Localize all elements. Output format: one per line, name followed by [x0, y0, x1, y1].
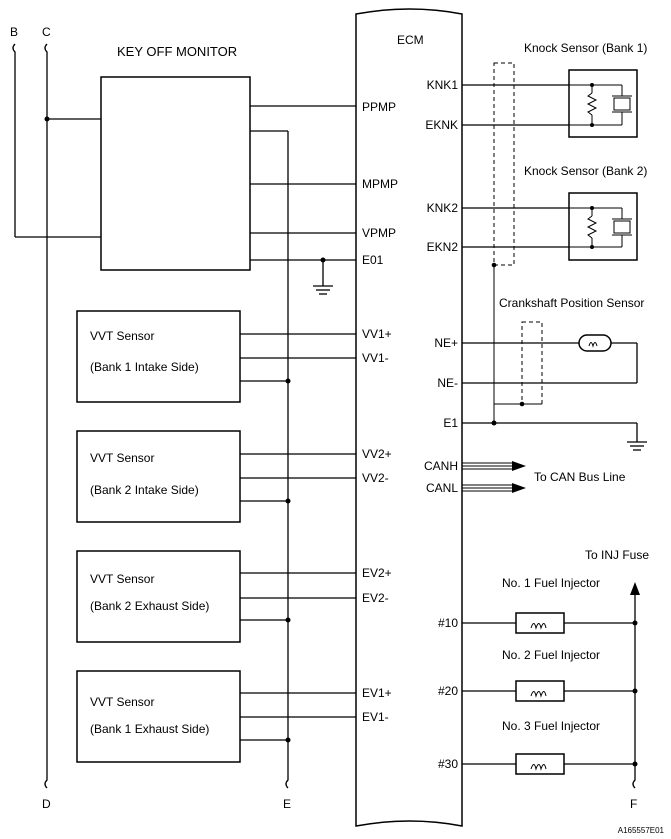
inj-fuse-arrow	[630, 582, 640, 595]
knock-sensor-2-label: Knock Sensor (Bank 2)	[524, 164, 647, 178]
pin-30: #30	[438, 757, 458, 771]
pin-ekn2: EKN2	[427, 240, 459, 254]
vvt-sensor-3-subtitle: (Bank 2 Exhaust Side)	[90, 599, 209, 613]
bus-label-b: B	[10, 25, 18, 39]
vvt-sensor-3: VVT Sensor (Bank 2 Exhaust Side)	[76, 550, 356, 643]
pin-ne-plus: NE+	[434, 336, 458, 350]
pin-vv2-minus: VV2-	[362, 471, 389, 485]
pin-knk1: KNK1	[427, 78, 459, 92]
bus-bars: B C D E F	[10, 25, 640, 811]
inj-fuse-label: To INJ Fuse	[585, 548, 649, 562]
pin-mpmp: MPMP	[362, 177, 398, 191]
pin-vv1-plus: VV1+	[362, 327, 392, 341]
ground-symbol-e1	[627, 423, 647, 451]
injector-1-label: No. 1 Fuel Injector	[502, 576, 600, 590]
bus-label-c: C	[42, 25, 51, 39]
figure-id: A165557E01	[618, 826, 665, 835]
vvt-sensor-1: VVT Sensor (Bank 1 Intake Side)	[76, 310, 356, 403]
pin-ev1-minus: EV1-	[362, 710, 389, 724]
pin-knk2: KNK2	[427, 201, 459, 215]
ecm-block	[355, 8, 463, 827]
injector-3-label: No. 3 Fuel Injector	[502, 719, 600, 733]
pin-eknk: EKNK	[425, 118, 458, 132]
pin-ppmp: PPMP	[362, 100, 396, 114]
injector-2-label: No. 2 Fuel Injector	[502, 648, 600, 662]
pin-ne-minus: NE-	[437, 376, 458, 390]
pin-e1: E1	[443, 416, 458, 430]
vvt-sensor-1-subtitle: (Bank 1 Intake Side)	[90, 360, 199, 374]
pin-canl: CANL	[426, 481, 458, 495]
pin-20: #20	[438, 684, 458, 698]
vvt-sensor-4-subtitle: (Bank 1 Exhaust Side)	[90, 722, 209, 736]
vvt-sensor-2: VVT Sensor (Bank 2 Intake Side)	[76, 430, 356, 523]
pin-ev1-plus: EV1+	[362, 686, 392, 700]
knock-sensor-1-label: Knock Sensor (Bank 1)	[524, 41, 647, 55]
pin-e01: E01	[362, 253, 384, 267]
bus-label-f: F	[630, 797, 637, 811]
can-bus-arrows	[462, 461, 526, 493]
pin-ev2-plus: EV2+	[362, 566, 392, 580]
crankshaft-sensor-label: Crankshaft Position Sensor	[499, 296, 644, 310]
vvt-sensor-3-title: VVT Sensor	[90, 572, 154, 586]
knock-sensor-2-box	[568, 192, 638, 261]
knock-sensor-2-element	[569, 206, 632, 249]
pin-vv2-plus: VV2+	[362, 447, 392, 461]
crankshaft-shield	[521, 321, 543, 405]
pin-ev2-minus: EV2-	[362, 591, 389, 605]
injector-1-coil	[515, 612, 565, 634]
ground-symbol-e01	[313, 260, 333, 295]
ecm-label: ECM	[397, 33, 424, 47]
knock-shield	[493, 62, 515, 266]
pin-vv1-minus: VV1-	[362, 351, 389, 365]
bus-label-e: E	[283, 797, 291, 811]
can-bus-label: To CAN Bus Line	[534, 470, 626, 484]
vvt-sensor-4-title: VVT Sensor	[90, 695, 154, 709]
pin-10: #10	[438, 616, 458, 630]
key-off-monitor-box	[100, 76, 251, 271]
vvt-sensor-1-title: VVT Sensor	[90, 329, 154, 343]
pin-canh: CANH	[424, 459, 458, 473]
injector-3-coil	[515, 753, 565, 775]
knock-sensor-1-box	[568, 69, 638, 138]
injector-2-coil	[515, 680, 565, 702]
bus-label-d: D	[42, 797, 51, 811]
pin-vpmp: VPMP	[362, 226, 396, 240]
vvt-sensor-2-title: VVT Sensor	[90, 451, 154, 465]
key-off-monitor-label: KEY OFF MONITOR	[117, 44, 237, 59]
vvt-sensor-2-subtitle: (Bank 2 Intake Side)	[90, 483, 199, 497]
vvt-sensor-4: VVT Sensor (Bank 1 Exhaust Side)	[76, 670, 356, 763]
knock-sensor-1-element	[569, 83, 632, 127]
